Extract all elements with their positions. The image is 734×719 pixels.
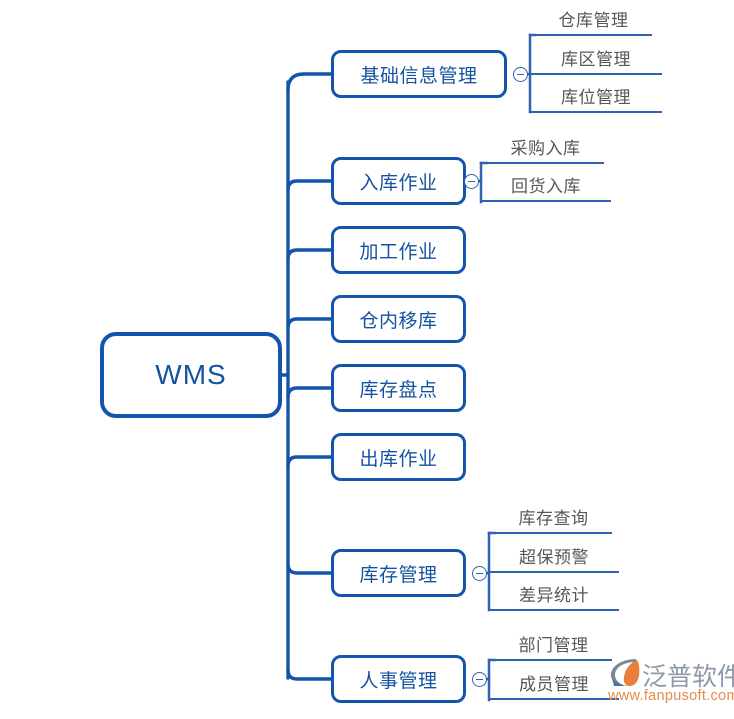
sub-item-label: 差异统计 — [519, 585, 589, 605]
branch-node-label: 人事管理 — [359, 670, 438, 692]
collapse-minus-icon-hr-management[interactable] — [472, 672, 487, 687]
sub-item-department-management[interactable]: 部门管理 — [495, 629, 612, 661]
sub-item-label: 库位管理 — [561, 87, 631, 107]
sub-item-return-inbound[interactable]: 回货入库 — [481, 170, 611, 202]
collapse-minus-icon-inbound-operation[interactable] — [464, 174, 479, 189]
branch-node-label: 仓内移库 — [359, 310, 438, 332]
sub-item-zone-management[interactable]: 库区管理 — [530, 43, 662, 75]
sub-item-overdue-warning[interactable]: 超保预警 — [489, 541, 619, 573]
branch-node-hr-management[interactable]: 人事管理 — [331, 655, 466, 703]
collapse-minus-icon-inventory-management[interactable] — [472, 566, 487, 581]
sub-item-variance-statistics[interactable]: 差异统计 — [489, 579, 619, 611]
branch-node-processing-operation[interactable]: 加工作业 — [331, 226, 466, 274]
sub-item-label: 仓库管理 — [558, 10, 629, 30]
sub-item-purchase-inbound[interactable]: 采购入库 — [487, 132, 604, 164]
sub-item-member-management[interactable]: 成员管理 — [489, 668, 619, 700]
sub-item-warehouse-management[interactable]: 仓库管理 — [535, 4, 652, 36]
sub-item-label: 采购入库 — [510, 138, 581, 158]
sub-item-label: 回货入库 — [511, 176, 581, 196]
branch-node-label: 加工作业 — [359, 241, 438, 263]
branch-node-label: 库存盘点 — [359, 379, 438, 401]
branch-node-intra-warehouse-transfer[interactable]: 仓内移库 — [331, 295, 466, 343]
watermark-brand: 泛普软件 — [642, 663, 734, 691]
branch-node-label: 出库作业 — [359, 448, 438, 470]
sub-item-label: 超保预警 — [519, 547, 589, 567]
sub-item-label: 成员管理 — [519, 674, 589, 694]
branch-node-label: 库存管理 — [359, 564, 438, 586]
collapse-minus-icon-basic-info-management[interactable] — [513, 67, 528, 82]
branch-node-label: 基础信息管理 — [360, 65, 478, 87]
fanpu-logo-icon — [611, 659, 640, 686]
sub-item-label: 库区管理 — [561, 49, 631, 69]
watermark: 泛普软件 www.fanpusoft.com — [604, 655, 734, 715]
branch-node-inventory-management[interactable]: 库存管理 — [331, 549, 466, 597]
sub-item-inventory-query[interactable]: 库存查询 — [495, 502, 612, 534]
watermark-url: www.fanpusoft.com — [608, 688, 734, 704]
branch-node-outbound-operation[interactable]: 出库作业 — [331, 433, 466, 481]
sub-item-label: 部门管理 — [518, 635, 589, 655]
branch-node-label: 入库作业 — [359, 172, 438, 194]
sub-item-location-management[interactable]: 库位管理 — [530, 81, 662, 113]
branch-node-basic-info-management[interactable]: 基础信息管理 — [331, 50, 507, 98]
root-node-label: WMS — [155, 359, 227, 390]
sub-item-label: 库存查询 — [518, 508, 589, 528]
branch-node-inbound-operation[interactable]: 入库作业 — [331, 157, 466, 205]
root-node-wms[interactable]: WMS — [100, 332, 282, 418]
branch-node-inventory-count[interactable]: 库存盘点 — [331, 364, 466, 412]
